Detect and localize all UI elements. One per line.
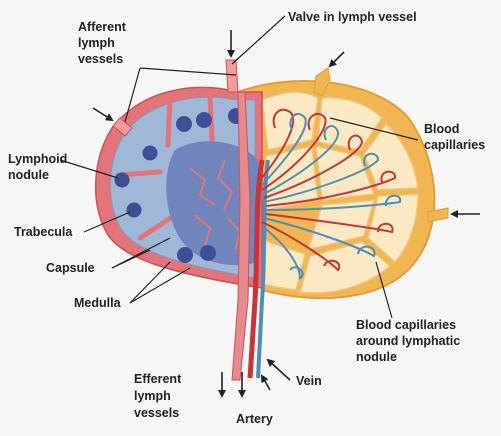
label-lymphoid-line1: Lymphoid bbox=[8, 152, 67, 167]
label-efferent-line2: lymph bbox=[134, 389, 171, 404]
label-lymphoid-line2: nodule bbox=[8, 168, 49, 183]
label-around-line1: Blood capillaries bbox=[356, 318, 456, 333]
label-efferent-line1: Efferent bbox=[134, 372, 181, 387]
label-medulla: Medulla bbox=[74, 296, 121, 311]
label-afferent-line3: vessels bbox=[78, 52, 123, 67]
label-blood-cap-line1: Blood bbox=[424, 122, 459, 137]
label-efferent-line3: vessels bbox=[134, 406, 179, 421]
label-trabecula: Trabecula bbox=[14, 225, 72, 240]
label-capsule: Capsule bbox=[46, 261, 95, 276]
label-vein: Vein bbox=[296, 374, 322, 389]
label-blood-cap-line2: capillaries bbox=[424, 138, 485, 153]
label-around-line3: nodule bbox=[356, 350, 397, 365]
label-artery: Artery bbox=[236, 412, 273, 427]
label-afferent-line2: lymph bbox=[78, 36, 115, 51]
label-around-line2: around lymphatic bbox=[356, 334, 460, 349]
label-valve: Valve in lymph vessel bbox=[288, 10, 417, 25]
label-afferent-line1: Afferent bbox=[78, 20, 126, 35]
